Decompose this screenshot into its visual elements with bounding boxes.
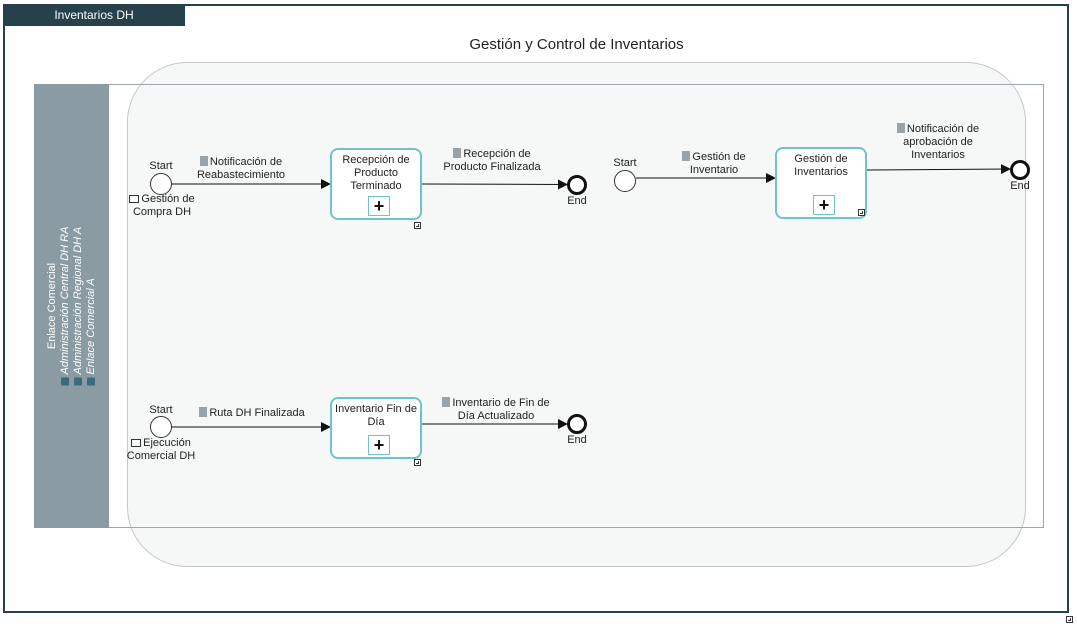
f3-start-event[interactable] <box>150 416 172 438</box>
f3-end-label: End <box>567 434 587 446</box>
system-icon <box>131 439 142 447</box>
f2-message-2: Notificación de aprobación de Inventario… <box>884 123 992 162</box>
f2-start-label: Start <box>613 157 637 169</box>
document-icon <box>199 407 208 417</box>
document-icon <box>896 123 905 133</box>
link-icon[interactable] <box>858 209 865 216</box>
f3-message-1: Ruta DH Finalizada <box>194 407 310 420</box>
f2-end-event[interactable] <box>1010 160 1030 180</box>
document-icon <box>682 151 691 161</box>
f1-end-event[interactable] <box>567 175 587 195</box>
f1-start-event[interactable] <box>150 173 172 195</box>
edge-f1-task-end <box>421 179 568 190</box>
f3-end-event[interactable] <box>567 414 587 434</box>
document-icon <box>453 148 462 158</box>
group-boundary <box>127 62 1026 567</box>
lane-header <box>34 84 109 528</box>
pool-title: Gestión y Control de Inventarios <box>469 36 684 53</box>
plus-icon[interactable]: + <box>368 196 390 216</box>
f2-end-label: End <box>1010 180 1030 192</box>
plus-icon[interactable]: + <box>368 435 390 455</box>
link-icon[interactable] <box>1066 616 1073 623</box>
f1-start-label: Start <box>149 160 173 172</box>
f1-message-1: Notificación de Reabastecimiento <box>196 156 286 181</box>
link-icon[interactable] <box>414 459 421 466</box>
f1-end-label: End <box>567 195 587 207</box>
f2-start-event[interactable] <box>614 170 636 192</box>
edge-f2-task-end <box>866 164 1011 175</box>
f3-start-label: Start <box>149 404 173 416</box>
f3-message-2: Inventario de Fin de Día Actualizado <box>438 397 554 423</box>
f1-start-system: Gestión de Compra DH <box>124 193 200 219</box>
document-icon <box>442 397 451 407</box>
f2-message-1: Gestión de Inventario <box>666 151 762 177</box>
plus-icon[interactable]: + <box>813 195 835 215</box>
document-icon <box>199 156 208 166</box>
f3-start-system: Ejecución Comercial DH <box>126 437 196 462</box>
system-icon <box>129 195 140 203</box>
link-icon[interactable] <box>414 222 421 229</box>
f1-message-2: Recepción de Producto Finalizada <box>443 148 541 173</box>
diagram-tab[interactable]: Inventarios DH <box>3 4 185 26</box>
